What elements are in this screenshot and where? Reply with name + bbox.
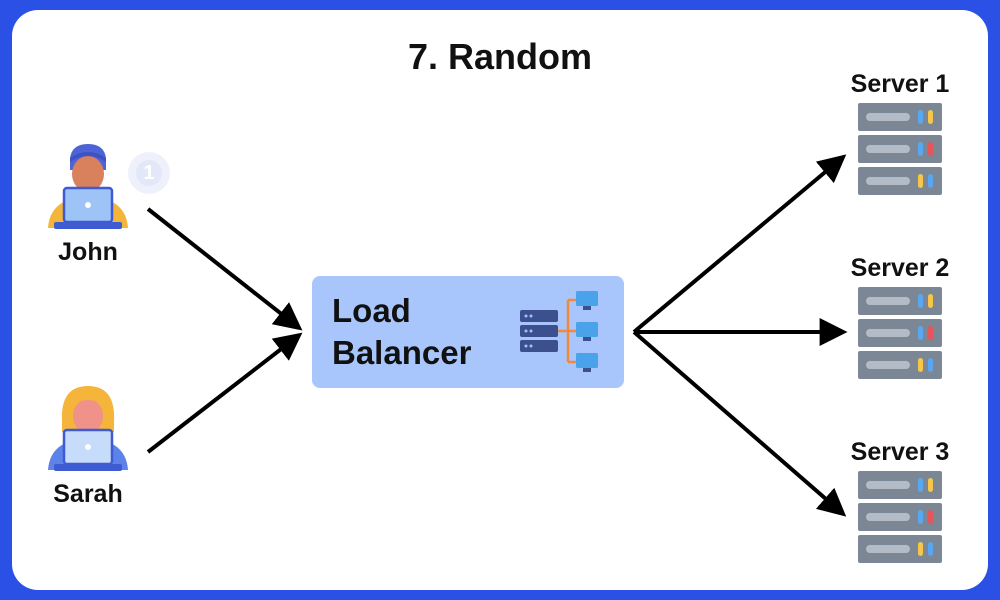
server-3: Server 3 [830,438,970,565]
user-laptop-icon [48,386,128,471]
load-balancer-box: Load Balancer [312,276,624,388]
load-balancer-label-line2: Balancer [332,334,472,371]
client-label-sarah: Sarah [53,480,123,508]
client-label-john: John [58,238,118,266]
server-rack-icon [858,471,942,563]
load-balancer-label: Load Balancer [332,290,502,374]
request-count-badge: 1 [128,152,170,194]
arrow-lb-to-server-1 [632,154,847,334]
network-distribution-icon [520,291,598,372]
server-rack-icon [858,287,942,379]
load-balancer-label-line1: Load [332,292,411,329]
diagram-title: 7. Random [407,36,593,77]
server-label-1: Server 1 [850,70,950,98]
client-sarah: Sarah [38,382,138,509]
arrow-sarah-to-lb [146,332,303,454]
server-1: Server 1 [830,70,970,197]
server-2: Server 2 [830,254,970,381]
user-laptop-icon [48,144,128,229]
server-label-3: Server 3 [850,438,950,466]
arrow-john-to-lb [146,207,303,331]
server-label-2: Server 2 [850,254,950,282]
client-john: John [38,140,138,267]
server-rack-icon [858,103,942,195]
badge-number: 1 [136,160,162,186]
arrow-lb-to-server-3 [632,330,847,517]
